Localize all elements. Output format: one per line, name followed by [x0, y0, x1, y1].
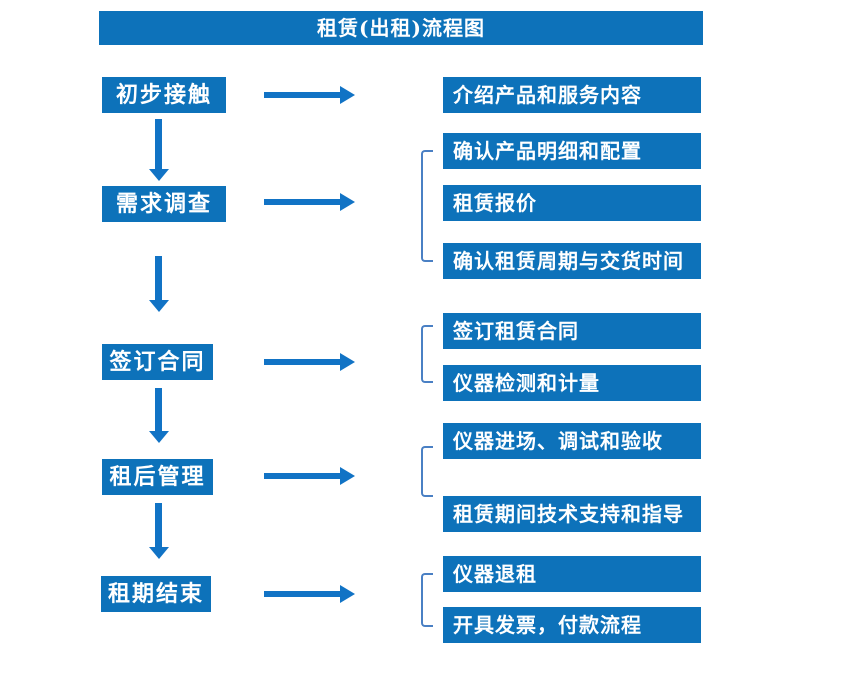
arrow-down-icon [155, 119, 162, 169]
detail-box-instrument-setup: 仪器进场、调试和验收 [443, 423, 701, 459]
arrow-down-icon [155, 388, 162, 431]
step-box-initial-contact: 初步接触 [102, 77, 226, 113]
detail-box-lease-quote: 租赁报价 [443, 185, 701, 221]
arrow-down-icon [155, 256, 162, 300]
step-box-demand-survey: 需求调查 [102, 186, 226, 222]
arrow-right-icon [264, 199, 340, 205]
detail-box-invoice-payment: 开具发票，付款流程 [443, 607, 701, 643]
arrow-down-icon [155, 503, 162, 547]
arrow-right-icon [264, 92, 340, 98]
detail-box-intro-products: 介绍产品和服务内容 [443, 77, 701, 113]
bracket-connector [421, 573, 433, 627]
detail-box-confirm-config: 确认产品明细和配置 [443, 133, 701, 169]
detail-box-instrument-inspection: 仪器检测和计量 [443, 365, 701, 401]
arrow-right-icon [264, 591, 340, 597]
detail-box-instrument-return: 仪器退租 [443, 556, 701, 592]
bracket-connector [421, 325, 433, 383]
arrow-right-icon [264, 359, 340, 365]
arrow-right-icon [264, 473, 340, 479]
detail-box-tech-support: 租赁期间技术支持和指导 [443, 496, 701, 532]
step-box-sign-contract: 签订合同 [102, 344, 213, 380]
detail-box-sign-lease-contract: 签订租赁合同 [443, 313, 701, 349]
bracket-connector [421, 446, 433, 497]
bracket-connector [421, 150, 433, 262]
detail-box-confirm-period: 确认租赁周期与交货时间 [443, 243, 701, 279]
flowchart-title: 租赁(出租)流程图 [99, 11, 703, 45]
step-box-post-lease-management: 租后管理 [102, 459, 213, 495]
step-box-lease-end: 租期结束 [101, 576, 211, 612]
